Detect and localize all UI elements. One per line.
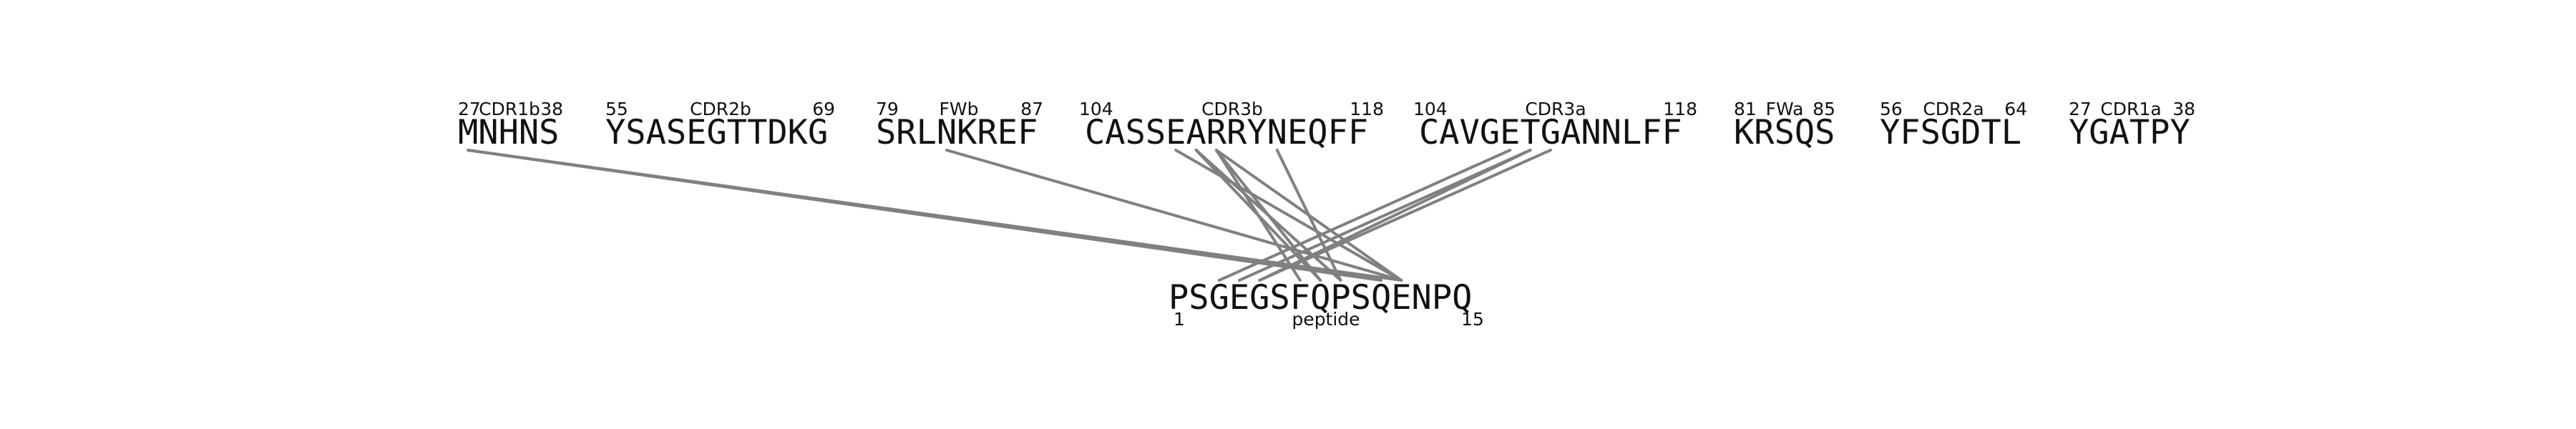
peptide-name-label: peptide bbox=[1292, 309, 1360, 330]
segment-end-number: 69 bbox=[812, 99, 835, 119]
segment-start-number: 27 bbox=[2069, 99, 2092, 119]
contact-lines bbox=[467, 149, 1552, 282]
segment-fwb: 79 FWb 87 SRLNKREF bbox=[876, 99, 1043, 152]
contact-line bbox=[1258, 149, 1552, 282]
segment-cdr2b: 55 CDR2b 69 YSASEGTTDKG bbox=[605, 99, 835, 152]
contact-line bbox=[1275, 149, 1342, 282]
segment-end-number: 118 bbox=[1663, 99, 1697, 119]
segment-start-number: 55 bbox=[605, 99, 628, 119]
segment-sequence: MNHNS bbox=[458, 113, 559, 152]
segment-end-number: 38 bbox=[540, 99, 563, 119]
segment-end-number: 85 bbox=[1813, 99, 1835, 119]
segment-name-label: CDR2b bbox=[690, 99, 751, 119]
segment-name-label: FWa bbox=[1766, 99, 1804, 119]
segment-end-number: 38 bbox=[2172, 99, 2195, 119]
segment-start-number: 81 bbox=[1734, 99, 1757, 119]
contact-line bbox=[1217, 149, 1512, 282]
peptide-end-number: 15 bbox=[1461, 309, 1484, 330]
segment-start-number: 56 bbox=[1880, 99, 1903, 119]
segment-sequence: YFSGDTL bbox=[1880, 113, 2021, 152]
segment-start-number: 104 bbox=[1079, 99, 1113, 119]
contact-line bbox=[945, 149, 1403, 282]
segment-name-label: FWb bbox=[940, 99, 979, 119]
segment-end-number: 118 bbox=[1350, 99, 1384, 119]
segment-cdr3a: 104 CDR3a 118 CAVGETGANNLFF bbox=[1413, 99, 1697, 152]
segment-start-number: 79 bbox=[876, 99, 899, 119]
segment-cdr1a: 27 CDR1a 38 YGATPY bbox=[2069, 99, 2195, 152]
segment-sequence: CASSEARRYNEQFF bbox=[1085, 113, 1368, 152]
peptide: PSGEGSFQPSQENPQ 1 peptide 15 bbox=[1169, 278, 1484, 330]
segment-sequence: YGATPY bbox=[2069, 113, 2190, 152]
segment-sequence: CAVGETGANNLFF bbox=[1419, 113, 1682, 152]
segment-start-number: 104 bbox=[1413, 99, 1448, 119]
contact-line bbox=[1238, 149, 1532, 282]
segment-cdr3b: 104 CDR3b 118 CASSEARRYNEQFF bbox=[1079, 99, 1384, 152]
segment-fwa: 81 FWa 85 KRSQS bbox=[1734, 99, 1835, 152]
segment-cdr2a: 56 CDR2a 64 YFSGDTL bbox=[1880, 99, 2027, 152]
segment-name-label: CDR2a bbox=[1923, 99, 1984, 119]
segment-name-label: CDR1b bbox=[479, 99, 540, 119]
peptide-start-number: 1 bbox=[1174, 309, 1185, 330]
segment-name-label: CDR3a bbox=[1525, 99, 1586, 119]
contact-line bbox=[1174, 149, 1403, 282]
peptide-sequence: PSGEGSFQPSQENPQ bbox=[1169, 278, 1472, 317]
segment-sequence: SRLNKREF bbox=[876, 113, 1038, 152]
segment-end-number: 87 bbox=[1020, 99, 1043, 119]
segment-end-number: 64 bbox=[2004, 99, 2027, 119]
segment-name-label: CDR1a bbox=[2100, 99, 2161, 119]
segment-sequence: YSASEGTTDKG bbox=[605, 113, 828, 152]
segment-start-number: 27 bbox=[458, 99, 481, 119]
segment-cdr1b: 27 CDR1b 38 MNHNS bbox=[458, 99, 563, 152]
segment-sequence: KRSQS bbox=[1734, 113, 1835, 152]
segment-name-label: CDR3b bbox=[1201, 99, 1263, 119]
contact-line bbox=[467, 149, 1403, 282]
